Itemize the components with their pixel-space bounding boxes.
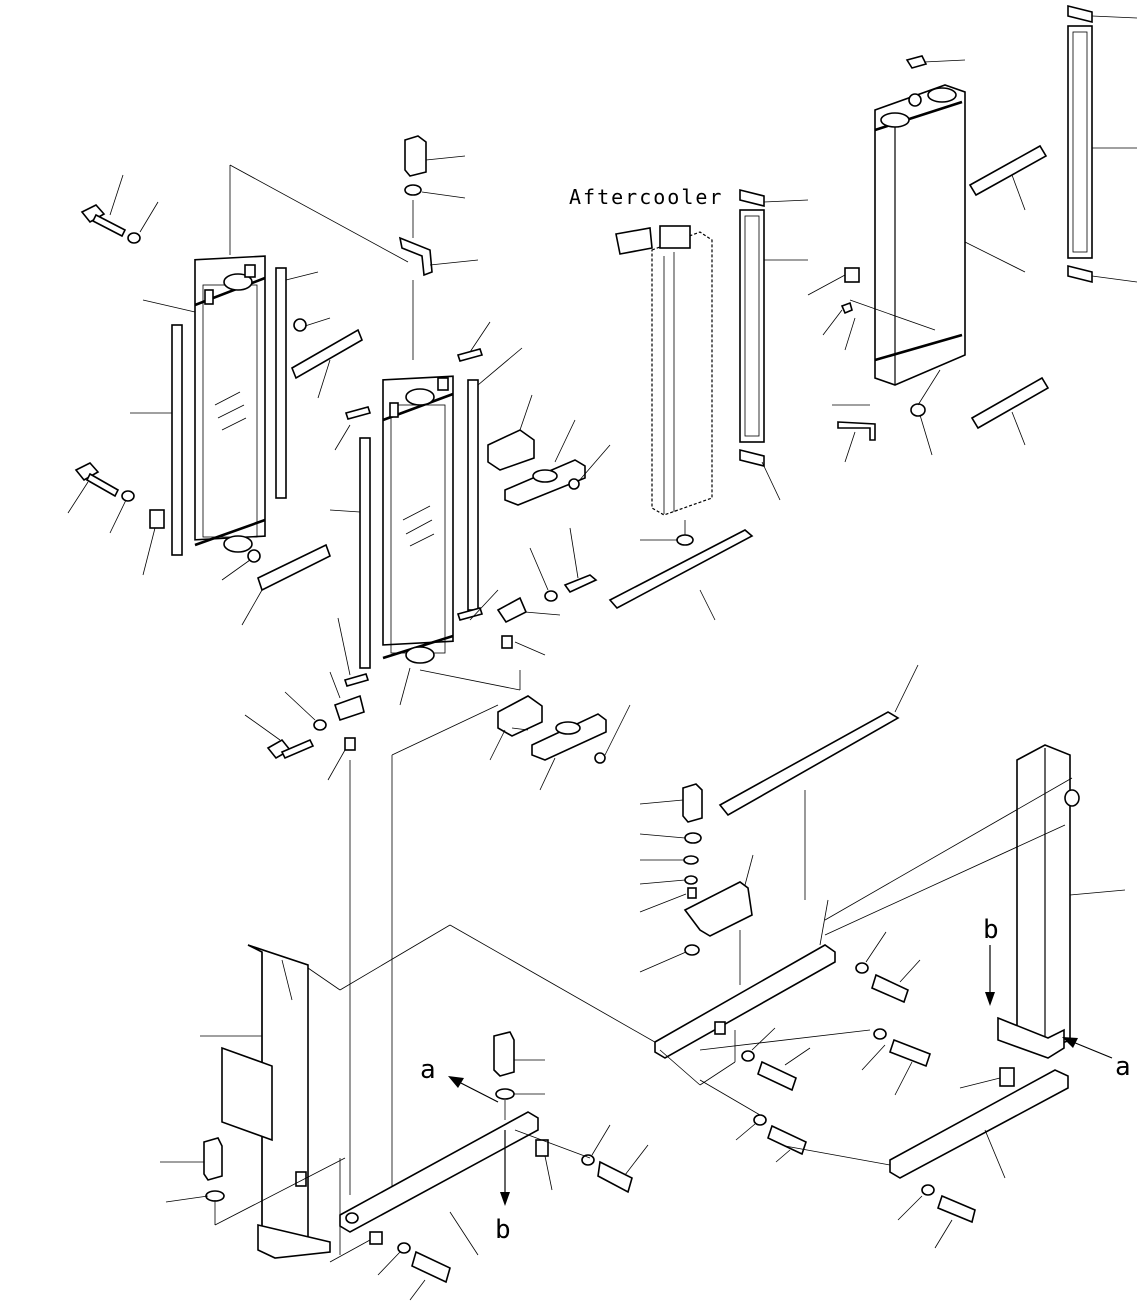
aftercooler [608, 188, 765, 610]
right-frame-leaders [639, 664, 1126, 1249]
right-center-hardware [682, 783, 753, 956]
center-leaders [244, 155, 631, 1195]
left-bolt-bottom [74, 462, 165, 529]
center-top-hardware [398, 135, 433, 277]
left-frame-post [221, 944, 331, 1259]
oil-cooler [837, 55, 966, 441]
left-radiator [194, 255, 266, 553]
center-brackets [487, 429, 598, 649]
left-radiator-bar-bottom [257, 543, 331, 592]
view-arrow-a-right: a [1062, 1037, 1131, 1082]
center-lower-brackets [266, 694, 607, 764]
left-frame-leaders [160, 924, 661, 1301]
left-radiator-seal-right [275, 267, 287, 499]
view-arrow-b-left: b [495, 1130, 511, 1245]
view-label-b-left: b [495, 1215, 511, 1245]
view-label-a-right: a [1115, 1052, 1131, 1082]
right-frame-post [997, 744, 1080, 1059]
oil-cooler-bars [968, 4, 1093, 430]
view-label-a-left: a [420, 1055, 436, 1085]
center-radiator [382, 375, 454, 664]
center-radiator-seals [343, 348, 484, 687]
view-arrow-a-left: a [420, 1055, 499, 1103]
left-plug-top [293, 318, 307, 332]
aftercooler-label: Aftercooler [569, 185, 723, 209]
right-frame-bar [654, 944, 931, 1156]
left-radiator-seal-left [171, 324, 183, 556]
right-shroud-strip [718, 711, 900, 817]
view-label-b-right: b [983, 915, 999, 945]
left-radiator-bar-top [290, 328, 364, 380]
right-lower-bracket [889, 1067, 1069, 1224]
aftercooler-leaders [640, 199, 809, 621]
left-bolt-top [80, 204, 141, 244]
left-frame-bar [339, 1111, 549, 1245]
view-arrow-b-right: b [983, 915, 999, 1006]
oil-cooler-leaders [807, 15, 1137, 463]
left-plug-bottom [247, 549, 261, 563]
left-leaders [67, 164, 409, 626]
